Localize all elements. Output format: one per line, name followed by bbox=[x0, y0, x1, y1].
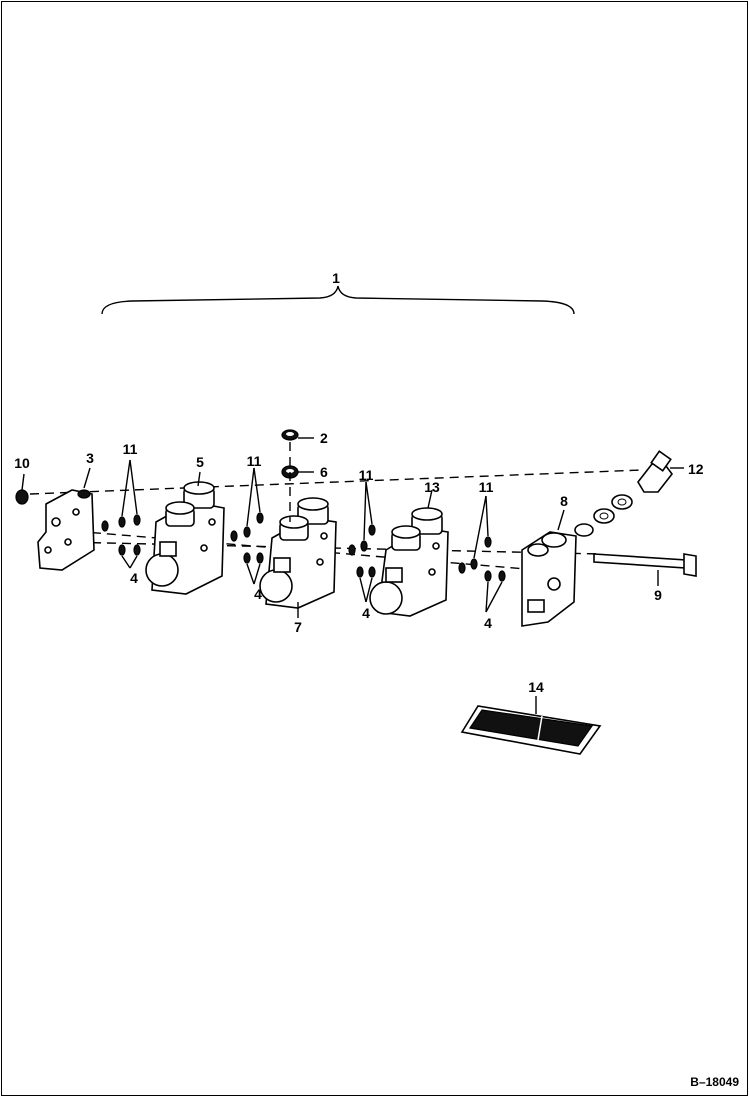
figure-id: B–18049 bbox=[690, 1075, 739, 1089]
callout-11-d: 11 bbox=[479, 479, 494, 495]
callout-6: 6 bbox=[320, 464, 328, 480]
callout-1: 1 bbox=[332, 270, 340, 286]
valve-section-part-13 bbox=[369, 507, 449, 617]
assembly-brace bbox=[101, 285, 575, 315]
fitting-part-12 bbox=[637, 450, 674, 493]
end-block-part-8 bbox=[521, 531, 577, 627]
callout-4-b: 4 bbox=[254, 586, 262, 602]
callout-11-a: 11 bbox=[123, 441, 138, 457]
callout-7: 7 bbox=[294, 619, 302, 635]
washers bbox=[574, 494, 633, 537]
valve-section-part-7 bbox=[259, 497, 337, 609]
callout-8: 8 bbox=[560, 493, 568, 509]
o-rings bbox=[101, 512, 506, 582]
callout-5: 5 bbox=[196, 454, 204, 470]
callout-14: 14 bbox=[528, 679, 544, 695]
callout-11-c: 11 bbox=[359, 467, 374, 483]
decal-part-14 bbox=[460, 705, 602, 755]
callout-11-b: 11 bbox=[247, 453, 262, 469]
callout-4-a: 4 bbox=[130, 570, 138, 586]
callout-13: 13 bbox=[424, 479, 440, 495]
callout-4-d: 4 bbox=[484, 615, 492, 631]
bolt-part-9 bbox=[593, 553, 697, 577]
callout-9: 9 bbox=[654, 587, 662, 603]
callout-2: 2 bbox=[320, 430, 328, 446]
valve-section-part-5 bbox=[145, 481, 225, 595]
callout-3: 3 bbox=[86, 450, 94, 466]
cap-part-2 bbox=[281, 429, 299, 441]
callout-10: 10 bbox=[14, 455, 30, 471]
nut-part-10 bbox=[15, 489, 29, 505]
callout-12: 12 bbox=[688, 461, 704, 477]
end-plate-part-3 bbox=[37, 489, 95, 571]
leader-lines bbox=[21, 437, 684, 714]
callout-4-c: 4 bbox=[362, 605, 370, 621]
